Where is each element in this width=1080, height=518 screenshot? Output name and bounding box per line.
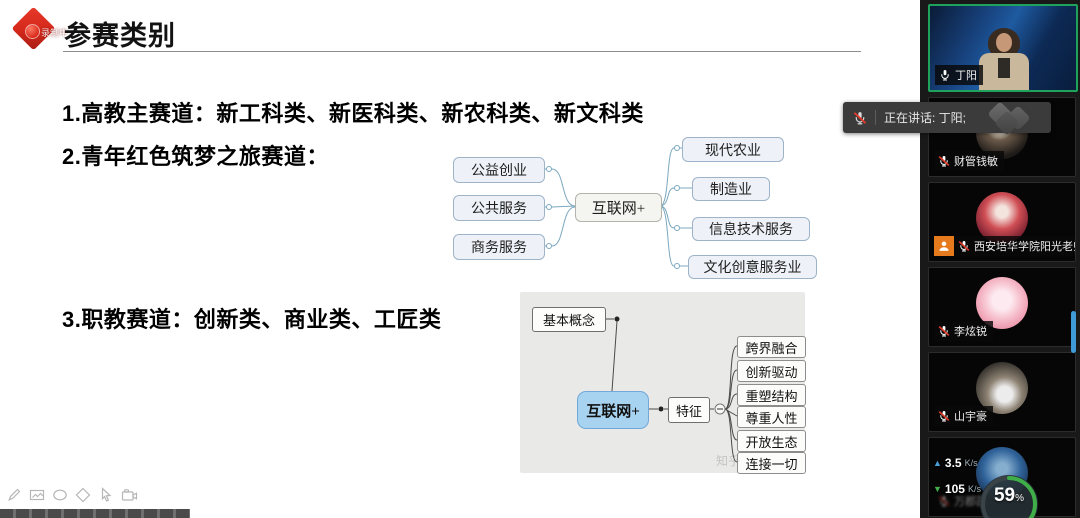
annotation-toolbar (6, 487, 138, 503)
percent-value: 59 (993, 485, 1016, 506)
cursor-icon[interactable] (98, 487, 114, 503)
speaking-toast: 正在讲话: 丁阳; (843, 101, 1051, 136)
upload-value: 3.5 (944, 456, 962, 470)
mm1-node-right-2: 制造业 (692, 177, 770, 201)
percent-sign: % (1015, 493, 1025, 504)
host-badge-icon (934, 236, 954, 256)
video-person-shirt (998, 58, 1010, 78)
mic-on-icon (941, 70, 949, 81)
mic-muted-icon (938, 496, 950, 507)
mm2-node-concept: 基本概念 (532, 307, 606, 332)
mindmap-internet-plus-features: 基本概念 互联网+ 特征 跨界融合 创新驱动 重塑结构 尊重人性 开放生态 连接… (520, 292, 806, 474)
mm2-feature-6: 连接一切 (737, 452, 806, 474)
participant-name: 万郡邵 (954, 496, 987, 508)
meeting-logo-icon (983, 101, 1037, 136)
participants-sidebar: 丁阳 财管钱敏 西安培华学院阳光老师 (920, 0, 1080, 518)
name-row: 丁阳 (935, 65, 983, 85)
mm2-node-center: 互联网+ (577, 391, 649, 429)
mm2-node-feature: 特征 (668, 397, 710, 423)
participant-tile-yangguanglaoshi[interactable]: 西安培华学院阳光老师 (928, 182, 1076, 262)
mm1-node-right-4: 文化创意服务业 (688, 255, 817, 279)
download-unit: K/s (967, 484, 981, 494)
slide-item-2: 2.青年红色筑梦之旅赛道： (62, 144, 329, 169)
watermark-text: 知乎 (716, 454, 741, 468)
sidebar-scrollbar[interactable] (1071, 311, 1076, 353)
mm1-node-right-3: 信息技术服务 (692, 217, 810, 241)
download-speed: ▼ 105 K/s (933, 482, 981, 496)
avatar (976, 192, 1028, 244)
mm2-feature-5: 开放生态 (737, 430, 806, 452)
mm1-node-left-1: 公益创业 (453, 157, 545, 183)
participant-tile-dingyang[interactable]: 丁阳 (928, 4, 1078, 92)
mm2-feature-3: 重塑结构 (737, 384, 806, 406)
download-arrow-icon: ▼ (933, 484, 942, 494)
avatar (976, 362, 1028, 414)
upload-unit: K/s (964, 458, 978, 468)
participant-name: 丁阳 (955, 70, 977, 82)
performance-ring: 59% (978, 473, 1040, 518)
download-value: 105 (944, 482, 965, 496)
mic-muted-icon (958, 241, 970, 252)
participant-name: 西安培华学院阳光老师 (974, 241, 1076, 253)
clipped-caption-bar (0, 509, 190, 518)
toast-divider (875, 110, 876, 125)
avatar (976, 277, 1028, 329)
mm1-node-left-2: 公共服务 (453, 195, 545, 221)
mic-muted-icon (938, 156, 950, 167)
image-icon[interactable] (29, 487, 45, 503)
mindmap1-connectors (543, 145, 692, 269)
diamond-icon[interactable] (75, 487, 91, 503)
recording-label: 录制中 (41, 28, 69, 38)
title-underline (63, 51, 861, 52)
shared-slide-area: 录制中 参赛类别 1.高教主赛道：新工科类、新医科类、新农科类、新文科类 2.青… (0, 0, 920, 518)
mm2-feature-4: 尊重人性 (737, 406, 806, 428)
mm1-node-right-1: 现代农业 (682, 137, 784, 162)
mm1-node-center: 互联网+ (575, 193, 662, 222)
recording-dot-icon (25, 24, 40, 39)
mic-muted-icon (853, 111, 867, 124)
slide-title: 参赛类别 (64, 21, 176, 51)
slide-item-1: 1.高教主赛道：新工科类、新医科类、新农科类、新文科类 (62, 101, 644, 126)
mindmap-internet-plus-industries: 公益创业 公共服务 商务服务 互联网+ 现代农业 制造业 信息技术服务 文化创意… (448, 135, 823, 285)
mm2-feature-2: 创新驱动 (737, 360, 806, 382)
participant-name: 李炫锐 (954, 326, 987, 338)
participant-name: 财管钱敏 (954, 156, 998, 168)
ring-gauge-icon (980, 475, 1038, 518)
ellipse-icon[interactable] (52, 487, 68, 503)
participant-tile-lixuanrui[interactable]: 李炫锐 (928, 267, 1076, 347)
pencil-icon[interactable] (6, 487, 22, 503)
participant-name: 山宇豪 (954, 411, 987, 423)
video-person-face (996, 33, 1012, 52)
mm2-feature-1: 跨界融合 (737, 336, 806, 358)
mindmap2-connectors (604, 316, 738, 463)
mm1-node-left-3: 商务服务 (453, 234, 545, 260)
camera-icon[interactable] (121, 487, 138, 503)
upload-arrow-icon: ▲ (933, 458, 942, 468)
participant-tile-shanyuhao[interactable]: 山宇豪 (928, 352, 1076, 432)
mic-muted-icon (938, 326, 950, 337)
mic-muted-icon (938, 411, 950, 422)
speaking-toast-text: 正在讲话: 丁阳; (884, 111, 967, 125)
upload-speed: ▲ 3.5 K/s (933, 456, 978, 470)
slide-item-3: 3.职教赛道：创新类、商业类、工匠类 (62, 307, 442, 332)
